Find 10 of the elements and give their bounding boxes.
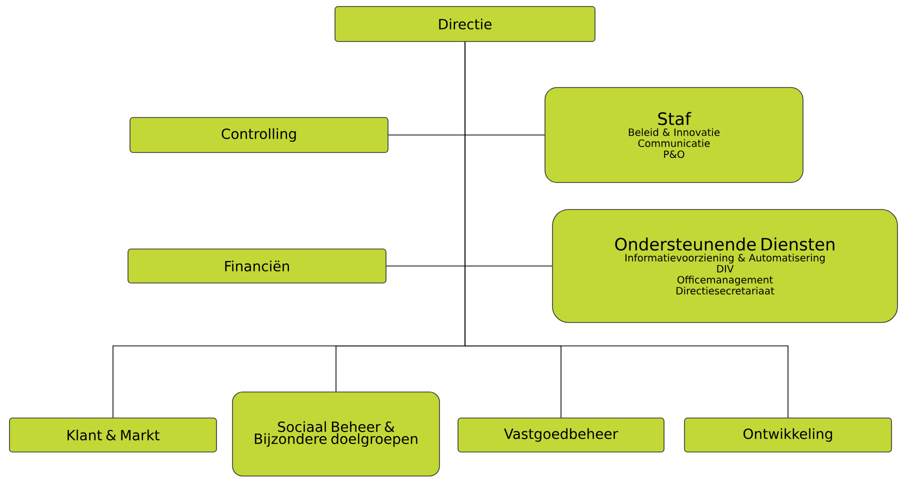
org-box: Directie: [334, 6, 596, 42]
org-box: Staf Beleid & Innovatie Communicatie P&O: [544, 87, 804, 183]
org-box: Ondersteunende Diensten Informatievoorziening & Automatisering DIV Officemanagement Directiesecretariaat: [552, 209, 898, 323]
org-box: Financiën: [128, 248, 386, 284]
org-box: Klant & Markt: [9, 418, 217, 452]
connector-line: [464, 42, 788, 418]
org-box: Sociaal Beheer & Bijzondere doelgroepen: [232, 392, 440, 476]
org-box: Ontwikkeling: [684, 418, 892, 452]
org-box: Controlling: [130, 117, 388, 153]
org-box: Vastgoedbeheer: [458, 418, 664, 452]
